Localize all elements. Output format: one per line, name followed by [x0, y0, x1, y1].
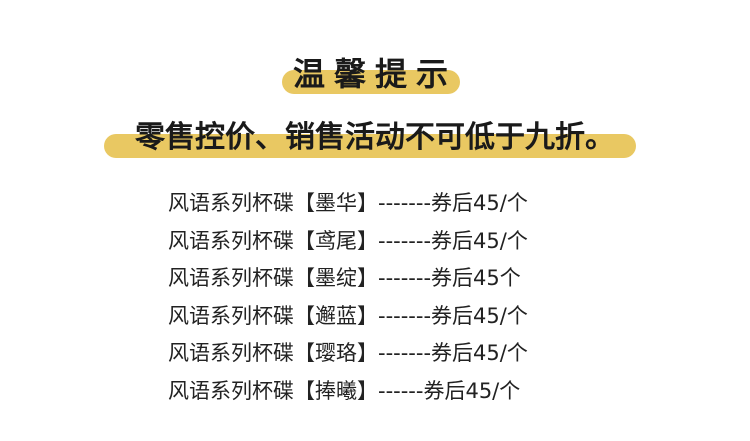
title-section: 温馨提示 — [0, 50, 750, 98]
price-item: 风语系列杯碟【邂蓝】-------券后45/个 — [168, 303, 528, 328]
notice-text: 零售控价、销售活动不可低于九折。 — [135, 120, 615, 155]
notice-section: 零售控价、销售活动不可低于九折。 — [0, 112, 750, 162]
price-item: 风语系列杯碟【璎珞】-------券后45/个 — [168, 341, 528, 365]
price-item: 风语系列杯碟【捧曦】------券后45/个 — [168, 378, 521, 403]
price-item: 风语系列杯碟【鸢尾】-------券后45/个 — [168, 228, 528, 253]
price-item: 风语系列杯碟【墨华】-------券后45/个 — [168, 191, 528, 215]
page-title: 温馨提示 — [292, 55, 457, 93]
price-item: 风语系列杯碟【墨绽】-------券后45个 — [168, 266, 521, 290]
notice-highlight — [104, 134, 636, 158]
title-highlight — [282, 70, 460, 94]
price-list: 风语系列杯碟【墨华】-------券后45/个 风语系列杯碟【鸢尾】------… — [168, 185, 528, 410]
